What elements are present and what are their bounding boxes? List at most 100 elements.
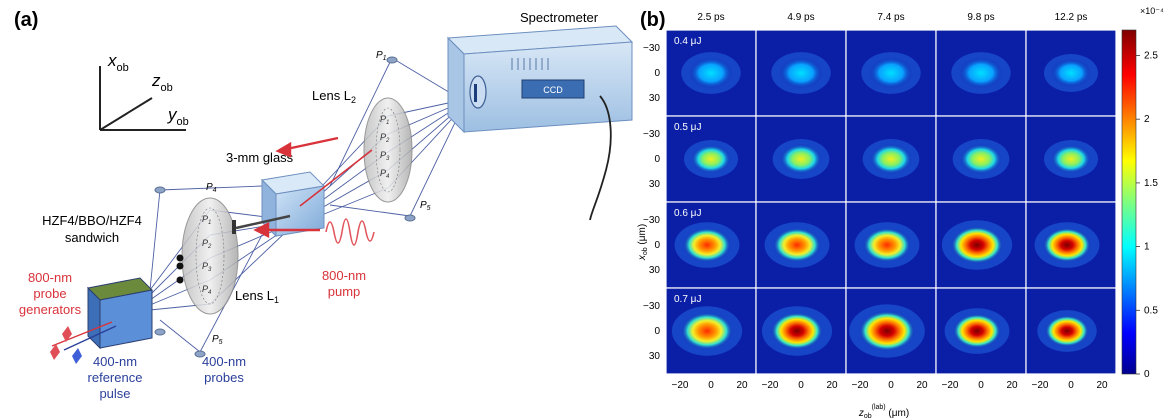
colorbar-tick-label: 2.5 [1144,50,1158,61]
x-tick-label: −20 [672,380,689,391]
y-tick-label: −30 [643,301,660,312]
x-tick-label: −20 [1032,380,1049,391]
colorbar [1121,29,1137,375]
image-cell [935,115,1027,203]
svg-text:pulse: pulse [99,386,130,401]
spectrometer [446,25,634,221]
svg-text:400-nm: 400-nm [202,354,246,369]
image-cell: 0.5 μJ [665,115,757,203]
input-beams [50,321,117,364]
axis-z-label: zob [151,71,173,94]
column-header: 7.4 ps [877,12,904,23]
beam-blocks [176,254,184,284]
svg-text:400-nm: 400-nm [93,354,137,369]
colorbar-tick-label: 2 [1144,114,1150,125]
lens-l2-label: Lens L2 [312,88,356,105]
spectrometer-label: Spectrometer [520,10,599,25]
axis-y-label: yob [167,105,189,128]
y-tick-label: 0 [654,68,660,79]
colorbar-tick-label: 1.5 [1144,178,1158,189]
pump-beam [235,214,291,230]
svg-text:generators: generators [19,302,82,317]
mirror-label-p4: P4 [206,182,217,194]
image-cell [1025,115,1117,203]
svg-text:P2: P2 [202,238,212,250]
coordinate-axes [99,66,186,131]
column-header: 2.5 ps [697,12,724,23]
mirror-label-p1: P1 [376,50,387,62]
energy-label: 0.7 μJ [674,294,701,305]
image-cell [935,201,1027,289]
x-tick-label: −20 [762,380,779,391]
svg-text:HZF4/BBO/HZF4: HZF4/BBO/HZF4 [42,213,142,228]
x-tick-label: 0 [708,380,714,391]
image-cell [1025,29,1117,117]
glass-block [260,171,326,238]
svg-text:P3: P3 [380,150,390,162]
column-header: 9.8 ps [967,12,994,23]
image-cell [845,115,937,203]
image-cell [935,29,1027,117]
pump-arrows [253,136,373,238]
svg-text:800-nm: 800-nm [322,268,366,283]
image-grid: 0.4 μJ 0.5 μJ 0.6 μJ 0.7 μJ [665,29,1117,375]
energy-label: 0.5 μJ [674,122,701,133]
y-tick-label: 30 [649,179,661,190]
ccd-label: CCD [543,85,563,95]
y-tick-label: 30 [649,93,661,104]
y-tick-label: 0 [654,154,660,165]
svg-text:sandwich: sandwich [65,230,119,245]
x-tick-label: 0 [978,380,984,391]
image-cell: 0.6 μJ [665,201,757,289]
colorbar-ticks: 2.521.510.50 [1136,50,1158,380]
x-tick-label: 0 [1068,380,1074,391]
svg-text:P4: P4 [380,168,390,180]
x-tick-label: 0 [888,380,894,391]
image-cell: 0.4 μJ [665,29,757,117]
pump-pulse [325,218,375,246]
y-tick-label: 0 [654,240,660,251]
image-cell: 0.7 μJ [665,287,757,375]
colorbar-exponent: ×10⁻⁴ [1140,6,1164,16]
x-tick-label: 20 [826,380,838,391]
svg-text:pump: pump [328,284,361,299]
x-tick-label: −20 [942,380,959,391]
svg-text:P4: P4 [202,284,212,296]
energy-label: 0.4 μJ [674,36,701,47]
image-cell [845,201,937,289]
mirrors [154,56,416,358]
svg-text:probe: probe [33,286,66,301]
svg-text:800-nm: 800-nm [28,270,72,285]
svg-text:probes: probes [204,370,244,385]
glass-label: 3-mm glass [226,150,294,165]
axis-x-label: xob [107,51,129,74]
lens-l2-p-labels: P1 P2 P3 P4 [380,114,390,180]
image-cell [755,115,847,203]
probes-label: 400-nm probes [202,354,246,385]
panel-b-label: (b) [640,9,666,31]
x-tick-label: 20 [1006,380,1018,391]
y-tick-label: 30 [649,265,661,276]
image-cell [755,201,847,289]
svg-text:P1: P1 [380,114,389,126]
image-cell [845,287,937,375]
mirror-label-p5: P5 [420,200,431,212]
pump-stop [232,220,236,234]
x-tick-label: 0 [798,380,804,391]
lens-l1-label: Lens L1 [235,288,279,305]
mirror-label-p5b: P5 [212,334,223,346]
image-cell [845,29,937,117]
x-tick-label: −20 [852,380,869,391]
energy-label: 0.6 μJ [674,208,701,219]
svg-text:reference: reference [88,370,143,385]
pump-label: 800-nm pump [322,268,366,299]
x-axis-label: zob(lab) (μm) [858,404,909,420]
column-header: 12.2 ps [1055,12,1088,23]
y-tick-label: 0 [654,326,660,337]
x-tick-label: 20 [1096,380,1108,391]
colorbar-tick-label: 0.5 [1144,305,1158,316]
